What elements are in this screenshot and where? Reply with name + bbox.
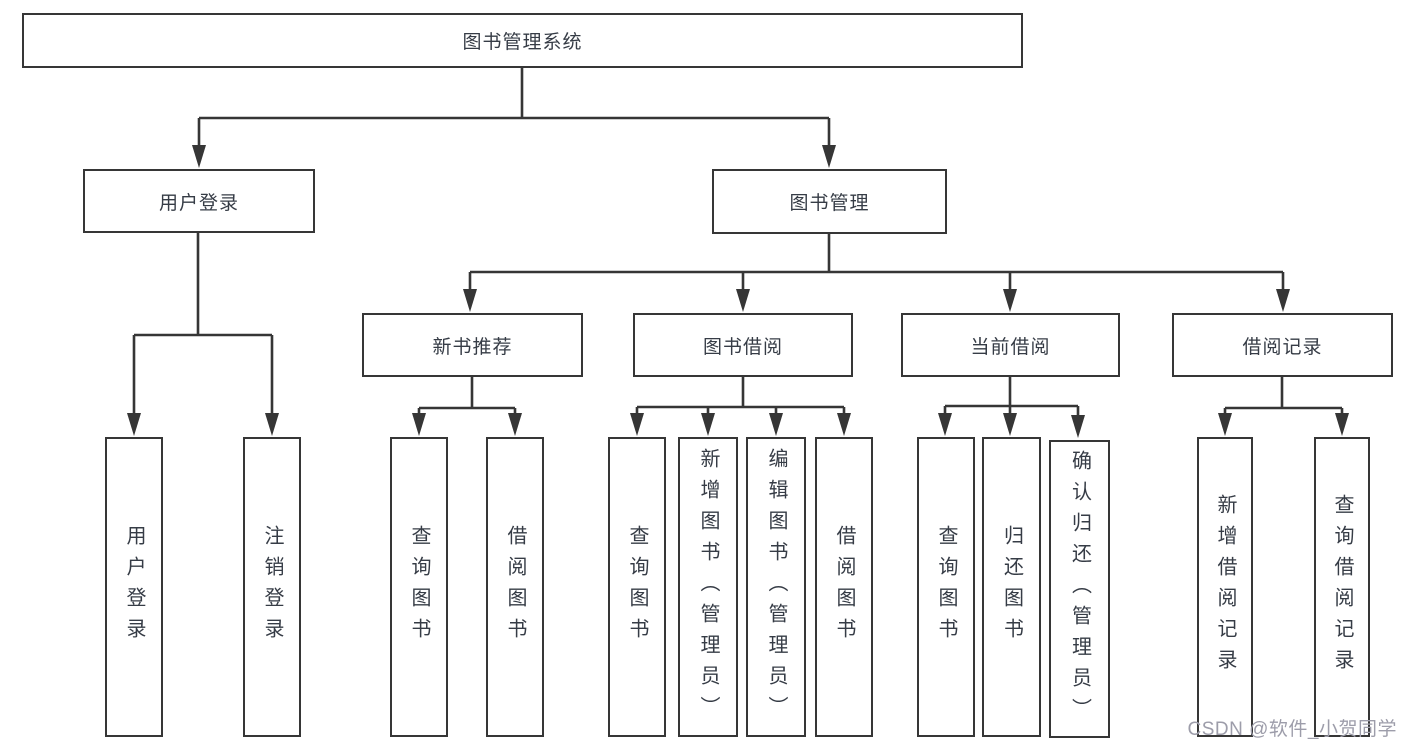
connector-book-borrowing-children: [635, 377, 846, 430]
connector-root-to-level2: [197, 68, 831, 162]
node-borrowing-records: 借阅记录: [1172, 313, 1393, 377]
arrowhead-icon: [1003, 289, 1017, 312]
connector-user-login-children: [132, 233, 274, 430]
arrowhead-icon: [127, 413, 141, 436]
leaf-current-return-books: 归还图书: [982, 437, 1041, 737]
leaf-records-query-record: 查询借阅记录: [1314, 437, 1370, 737]
arrowhead-icon: [701, 413, 715, 436]
leaf-logout: 注销登录: [243, 437, 301, 737]
node-root: 图书管理系统: [22, 13, 1023, 68]
leaf-user-login: 用户登录: [105, 437, 163, 737]
arrowheads: [127, 145, 1349, 438]
arrowhead-icon: [1276, 289, 1290, 312]
arrowhead-icon: [630, 413, 644, 436]
node-current-borrowing: 当前借阅: [901, 313, 1120, 377]
leaf-records-add-record: 新增借阅记录: [1197, 437, 1253, 737]
arrowhead-icon: [412, 413, 426, 436]
leaf-borrowing-borrow-books: 借阅图书: [815, 437, 873, 737]
node-new-book-recommend: 新书推荐: [362, 313, 583, 377]
arrowhead-icon: [1071, 415, 1085, 438]
arrowhead-icon: [463, 289, 477, 312]
node-user-login: 用户登录: [83, 169, 315, 233]
arrowhead-icon: [938, 413, 952, 436]
arrowhead-icon: [1218, 413, 1232, 436]
node-book-management: 图书管理: [712, 169, 947, 234]
arrowhead-icon: [736, 289, 750, 312]
connector-borrowing-records-children: [1223, 377, 1344, 430]
arrowhead-icon: [508, 413, 522, 436]
leaf-current-query-books: 查询图书: [917, 437, 975, 737]
connector-new-book-recommend-children: [417, 377, 517, 430]
connector-book-management-children: [468, 234, 1285, 306]
arrowhead-icon: [769, 413, 783, 436]
arrowhead-icon: [822, 145, 836, 168]
leaf-borrowing-query-books: 查询图书: [608, 437, 666, 737]
arrowhead-icon: [265, 413, 279, 436]
leaf-borrowing-edit-books-admin: 编辑图书（管理员）: [746, 437, 806, 737]
csdn-watermark: CSDN @软件_小贺同学: [1187, 719, 1397, 740]
arrowhead-icon: [192, 145, 206, 168]
node-book-borrowing: 图书借阅: [633, 313, 853, 377]
arrowhead-icon: [837, 413, 851, 436]
leaf-recommend-borrow-books: 借阅图书: [486, 437, 544, 737]
arrowhead-icon: [1335, 413, 1349, 436]
leaf-borrowing-add-books-admin: 新增图书（管理员）: [678, 437, 738, 737]
arrowhead-icon: [1003, 413, 1017, 436]
leaf-current-confirm-return-admin: 确认归还（管理员）: [1049, 440, 1110, 738]
leaf-recommend-query-books: 查询图书: [390, 437, 448, 737]
